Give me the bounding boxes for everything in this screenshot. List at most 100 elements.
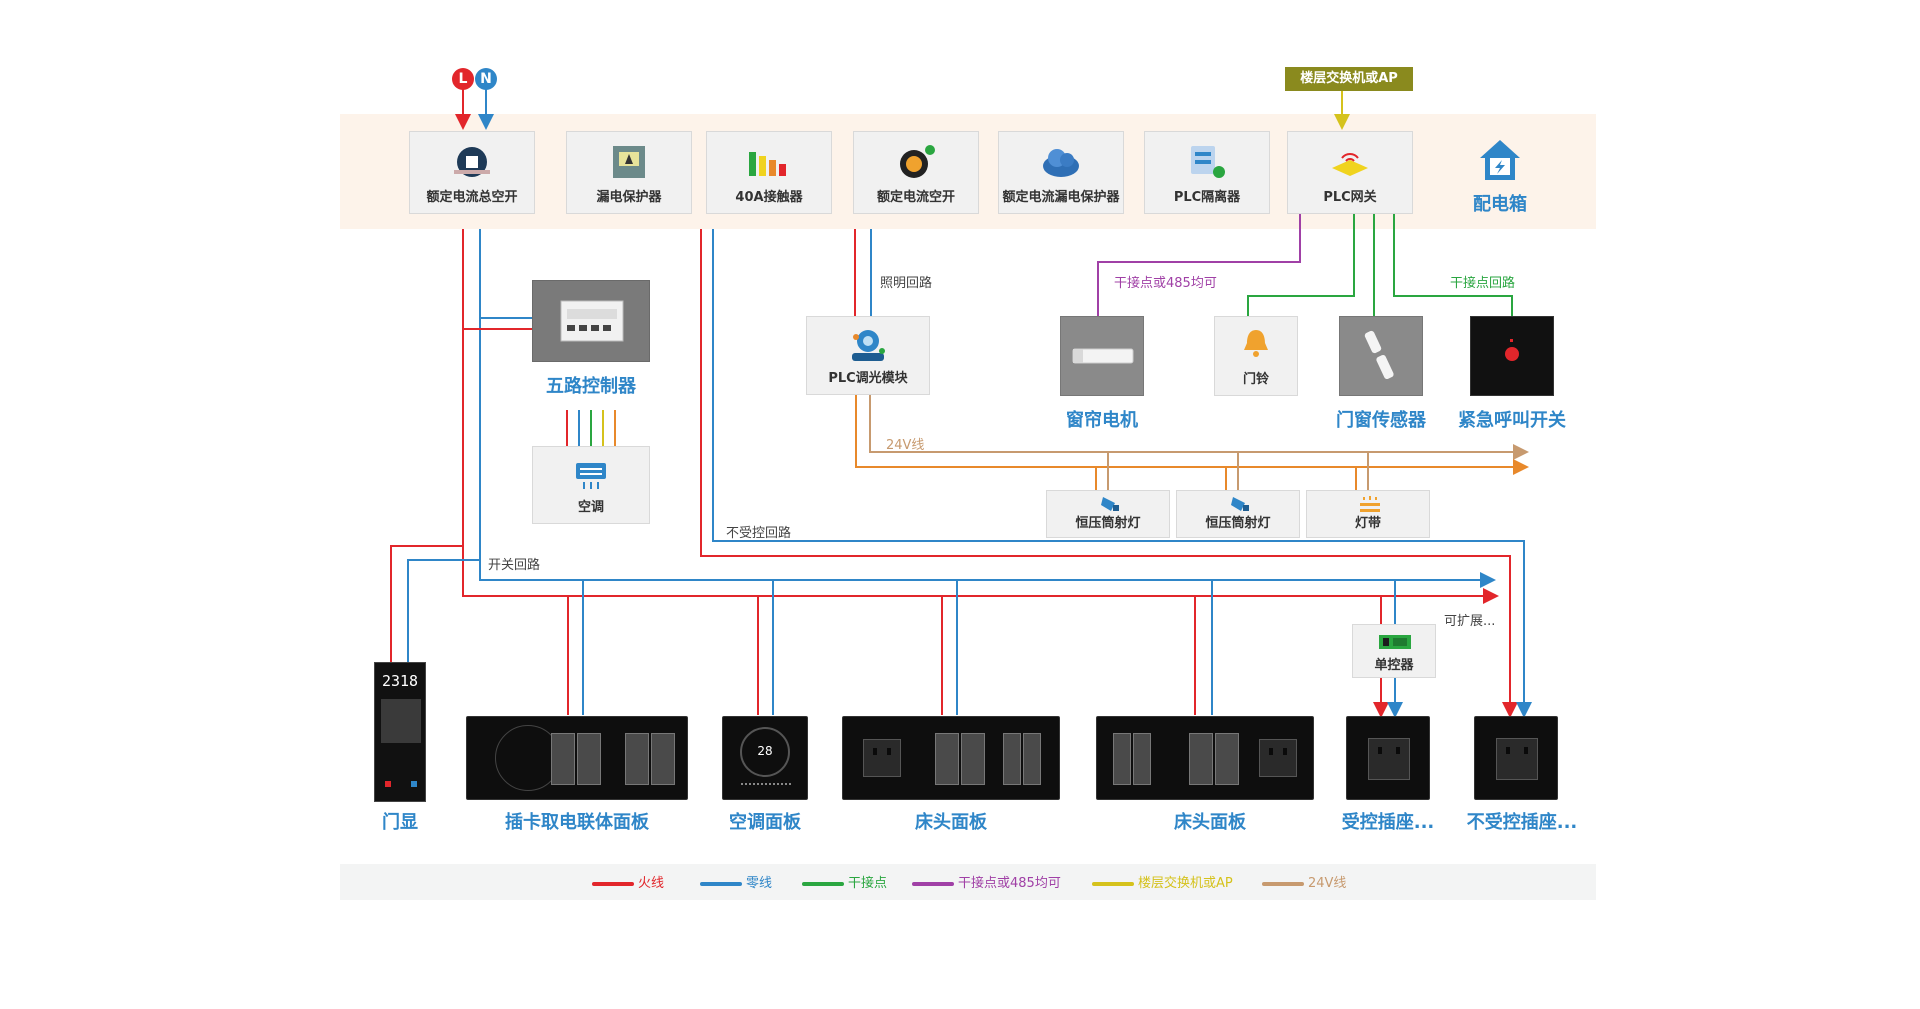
contactor-icon bbox=[749, 152, 786, 176]
leakage-protector-icon bbox=[613, 146, 645, 178]
bell-icon bbox=[1244, 330, 1268, 357]
bedside-panel-1[interactable] bbox=[842, 716, 1060, 800]
legend-label: 零线 bbox=[746, 876, 773, 891]
dist-device-5: 额定电流漏电保护器 bbox=[998, 131, 1124, 214]
legend-swatch bbox=[802, 881, 844, 886]
dist-device-label: PLC隔离器 bbox=[1173, 190, 1241, 205]
card-panel-switch-1[interactable] bbox=[551, 733, 575, 785]
card-panel-switch-3[interactable] bbox=[625, 733, 649, 785]
thermostat-reading: 28 bbox=[757, 744, 773, 758]
neutral-badge: N bbox=[475, 68, 497, 90]
bedside-1-switch-4[interactable] bbox=[1023, 733, 1041, 785]
ac-panel-label: 空调面板 bbox=[729, 812, 801, 833]
doordisplay-neutral bbox=[407, 559, 480, 662]
lighting-circuit-label: 照明回路 bbox=[880, 276, 933, 291]
dist-device-label: PLC网关 bbox=[1323, 190, 1377, 205]
dist-device-label: 额定电流漏电保护器 bbox=[1002, 190, 1120, 205]
legend-item: 24V线 bbox=[1262, 872, 1346, 891]
single-controller-label: 单控器 bbox=[1374, 658, 1414, 673]
controlled-socket[interactable] bbox=[1346, 716, 1430, 800]
distribution-box-icon bbox=[1478, 138, 1522, 182]
bedside-1-switch-2[interactable] bbox=[961, 733, 985, 785]
downlight-2: 恒压筒射灯 bbox=[1176, 490, 1300, 538]
dry-wire-bell bbox=[1247, 214, 1355, 316]
dry-contact-circuit-label: 干接点回路 bbox=[1450, 276, 1516, 291]
expandable-label: 可扩展... bbox=[1444, 614, 1496, 629]
bedside-1-socket[interactable] bbox=[863, 739, 901, 777]
legend-item: 干接点或485均可 bbox=[912, 872, 1061, 891]
uncontrolled-socket-outlet[interactable] bbox=[1496, 738, 1538, 780]
legend-label: 火线 bbox=[638, 876, 665, 891]
dist-device-7: PLC网关 bbox=[1287, 131, 1413, 214]
legend-swatch bbox=[1262, 881, 1304, 886]
single-controller: 单控器 bbox=[1352, 624, 1436, 678]
door-window-sensor bbox=[1339, 316, 1423, 396]
dry-or-485-label: 干接点或485均可 bbox=[1114, 276, 1217, 291]
emergency-call-switch[interactable] bbox=[1470, 316, 1554, 396]
bedside-2-switch-1[interactable] bbox=[1113, 733, 1131, 785]
legend-label: 干接点或485均可 bbox=[958, 876, 1061, 891]
emergency-switch-label: 紧急呼叫开关 bbox=[1458, 410, 1566, 431]
controlled-socket-label: 受控插座... bbox=[1341, 812, 1435, 833]
light-strip: 灯带 bbox=[1306, 490, 1430, 538]
main-live-wire bbox=[462, 229, 1495, 597]
downlight-2-label: 恒压筒射灯 bbox=[1205, 516, 1271, 531]
plc-dimmer-module: PLC调光模块 bbox=[806, 316, 930, 395]
card-panel-switch-2[interactable] bbox=[577, 733, 601, 785]
single-controller-icon bbox=[1379, 635, 1411, 649]
bedside-2-switch-3[interactable] bbox=[1189, 733, 1213, 785]
door-number: 2318 bbox=[381, 672, 419, 690]
switch-circuit-label: 开关回路 bbox=[488, 558, 541, 573]
door-sensor-label: 门窗传感器 bbox=[1336, 410, 1426, 431]
thermostat-dial[interactable] bbox=[740, 727, 790, 777]
five-way-controller bbox=[532, 280, 650, 362]
bedside-2-socket[interactable] bbox=[1259, 739, 1297, 777]
plc-dimmer-label: PLC调光模块 bbox=[828, 371, 908, 386]
card-panel-label: 插卡取电联体面板 bbox=[505, 812, 649, 833]
bedside-2-switch-4[interactable] bbox=[1215, 733, 1239, 785]
v24-label: 24V线 bbox=[886, 438, 925, 453]
bedside-1-switch-1[interactable] bbox=[935, 733, 959, 785]
uncontrolled-socket[interactable] bbox=[1474, 716, 1558, 800]
ac-control-panel[interactable]: 28 bbox=[722, 716, 808, 800]
curtain-motor-icon bbox=[1072, 348, 1134, 364]
legend-item: 干接点 bbox=[802, 872, 887, 891]
legend-item: 零线 bbox=[700, 872, 772, 891]
bedside-panel-2-label: 床头面板 bbox=[1174, 812, 1246, 833]
card-power-panel[interactable] bbox=[466, 716, 688, 800]
dry-wire-emergency bbox=[1393, 214, 1513, 316]
thermostat-buttons[interactable] bbox=[741, 783, 791, 791]
v24-tan bbox=[869, 395, 1529, 460]
dist-device-3: 40A接触器 bbox=[706, 131, 832, 214]
plc-gateway-icon bbox=[1332, 153, 1368, 176]
emergency-button-icon[interactable] bbox=[1505, 347, 1519, 361]
dist-device-label: 40A接触器 bbox=[735, 190, 803, 205]
legend-label: 干接点 bbox=[848, 876, 888, 891]
downlight-1-label: 恒压筒射灯 bbox=[1075, 516, 1141, 531]
door-display-screen bbox=[381, 699, 421, 743]
controlled-socket-outlet[interactable] bbox=[1368, 738, 1410, 780]
dist-device-label: 额定电流空开 bbox=[876, 190, 955, 205]
door-display: 2318 bbox=[374, 662, 426, 802]
v24-orange bbox=[855, 395, 1529, 475]
legend-swatch bbox=[912, 881, 954, 886]
bedside-1-switch-3[interactable] bbox=[1003, 733, 1021, 785]
ac-unit-label: 空调 bbox=[577, 500, 604, 515]
plc-isolator-icon bbox=[1191, 146, 1225, 178]
cloud-protector-icon bbox=[1043, 149, 1079, 177]
floor-switch-tag: 楼层交换机或AP bbox=[1285, 67, 1413, 91]
bedside-panel-2[interactable] bbox=[1096, 716, 1314, 800]
dist-device-4: 额定电流空开 bbox=[853, 131, 979, 214]
curtain-motor-label: 窗帘电机 bbox=[1066, 410, 1138, 431]
emergency-indicator bbox=[1510, 339, 1513, 342]
door-display-indicator-blue bbox=[411, 781, 417, 787]
dist-device-label: 额定电流总空开 bbox=[426, 190, 518, 205]
uncontrolled-circuit-label: 不受控回路 bbox=[726, 526, 792, 541]
controller-icon bbox=[560, 300, 624, 342]
rs485-wire bbox=[1097, 214, 1301, 316]
dist-device-1: 额定电流总空开 bbox=[409, 131, 535, 214]
card-panel-switch-4[interactable] bbox=[651, 733, 675, 785]
door-display-indicator-red bbox=[385, 781, 391, 787]
bedside-2-switch-2[interactable] bbox=[1133, 733, 1151, 785]
